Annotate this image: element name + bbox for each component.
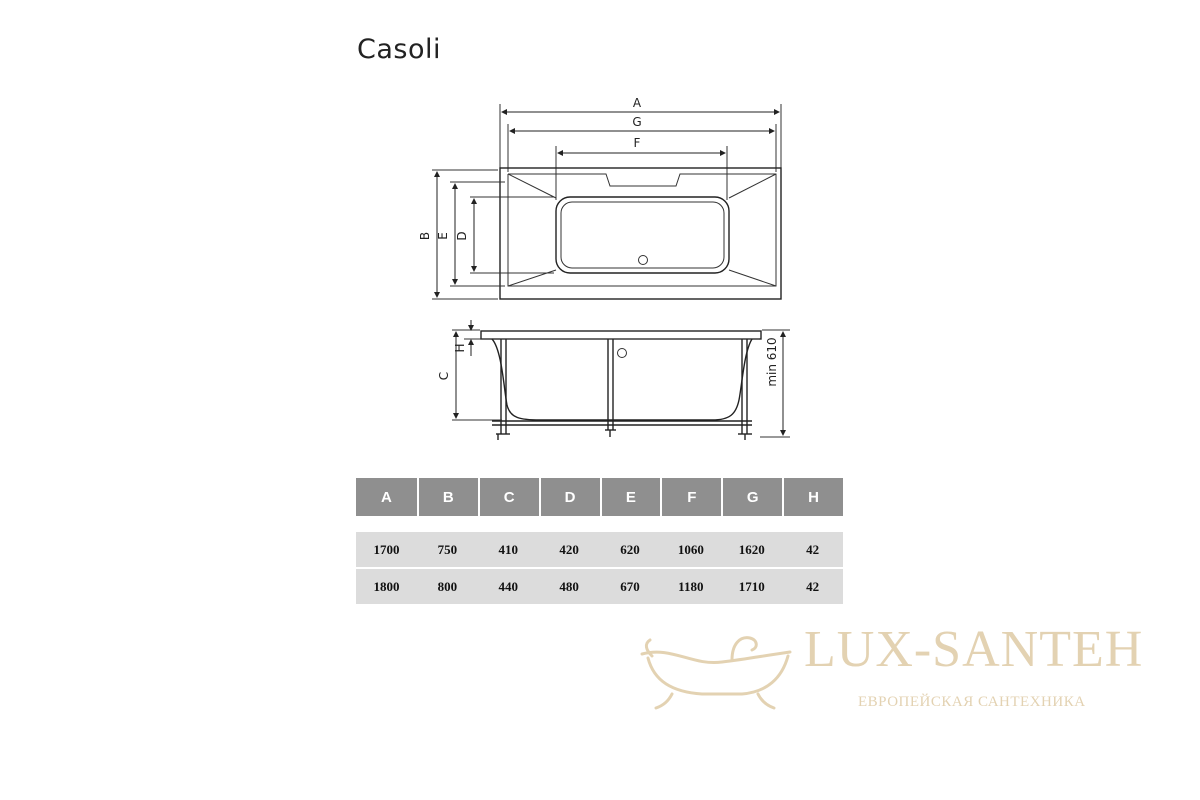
dimension-a-label: A [633,96,642,110]
table-cell: 410 [477,530,539,567]
table-header-cell: C [477,478,539,516]
table-cell: 1800 [356,567,417,604]
table-cell: 1700 [356,530,417,567]
table-header-cell: A [356,478,417,516]
table-header-cell: H [782,478,843,516]
side-tub-body [491,338,753,421]
brand-tagline: ЕВРОПЕЙСКАЯ САНТЕХНИКА [858,694,1086,710]
table-cell: 1060 [660,530,722,567]
table-cell: 620 [599,530,661,567]
dimension-f-label: F [634,136,641,150]
table-cell: 670 [599,567,661,604]
dimension-b-label: B [418,232,432,240]
table-cell: 480 [538,567,600,604]
tub-basin-outline [555,196,730,274]
table-cell: 1180 [660,567,722,604]
table-cell: 1710 [721,567,783,604]
dimension-d-label: D [455,231,469,240]
brand-watermark: LUX-SANTEH ЕВРОПЕЙСКАЯ САНТЕХНИКА [632,620,1192,730]
product-title: Casoli [357,34,441,65]
bathtub-technical-drawing: A G F B E [418,96,790,440]
table-header-cell: D [538,478,600,516]
table-row: 1800 800 440 480 670 1180 1710 42 [356,567,843,604]
table-cell: 750 [416,530,478,567]
top-view: A G F B E [418,96,782,300]
dimension-min-height-label: min 610 [765,337,779,386]
dimension-c-label: C [437,372,451,380]
table-header-cell: B [416,478,478,516]
table-header-cell: E [599,478,661,516]
side-view: H C min 610 [437,320,790,440]
table-header-cell: G [721,478,783,516]
dimension-h-label: H [453,343,467,352]
drain-icon [638,255,648,265]
side-rim [480,330,762,340]
dimension-g-label: G [632,115,641,129]
overflow-icon [617,348,627,358]
table-cell: 42 [782,530,843,567]
table-row: 1700 750 410 420 620 1060 1620 42 [356,530,843,567]
table-cell: 800 [416,567,478,604]
bathtub-logo-icon [640,636,792,710]
table-cell: 1620 [721,530,783,567]
dimension-e-label: E [436,232,450,240]
table-cell: 440 [477,567,539,604]
dimensions-table: A B C D E F G H 1700 750 410 420 620 106… [356,478,843,604]
table-cell: 420 [538,530,600,567]
table-cell: 42 [782,567,843,604]
table-header-row: A B C D E F G H [356,478,843,516]
brand-name: LUX-SANTEH [804,621,1144,678]
table-header-cell: F [660,478,722,516]
tub-rim-outline [499,167,782,300]
